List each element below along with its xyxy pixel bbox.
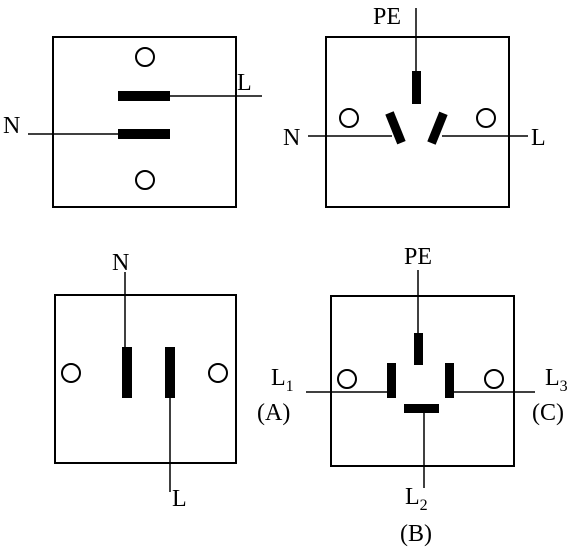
socket-3: N L [54, 250, 237, 512]
socket-3-n-pin [122, 347, 132, 398]
socket-4-faceplate [330, 295, 515, 467]
socket-1-l-pin [118, 91, 170, 101]
socket-4-l2-pin [404, 404, 439, 413]
socket-3-l-pin [165, 347, 175, 398]
socket-1-faceplate [52, 36, 237, 208]
socket-4-l1-pin [387, 363, 396, 398]
socket-1-n-label: N [3, 113, 20, 139]
socket-3-l-label: L [172, 486, 187, 512]
socket-2-right-hole [476, 108, 496, 128]
socket-3-n-label: N [112, 250, 129, 276]
socket-3-left-hole [61, 363, 81, 383]
socket-1-l-label: L [237, 70, 252, 96]
socket-2-left-hole [339, 108, 359, 128]
socket-2-pe-label: PE [373, 4, 401, 30]
socket-4-l3-label: L3 [545, 365, 568, 395]
socket-4-pe-label: PE [404, 244, 432, 270]
socket-2-faceplate [325, 36, 510, 208]
socket-3-faceplate [54, 294, 237, 464]
socket-4-l1-label: L1 [271, 365, 294, 395]
socket-4: PE L1 (A) L3 (C) L2 (B) [257, 244, 568, 547]
socket-2-l-label: L [531, 125, 546, 151]
socket-4-l2-phase-label: (B) [400, 521, 432, 547]
socket-4-l1-phase-label: (A) [257, 400, 290, 426]
socket-2: PE N L [283, 4, 546, 208]
socket-1-bottom-hole [135, 170, 155, 190]
socket-2-pe-pin [412, 71, 421, 104]
socket-4-right-hole [484, 369, 504, 389]
socket-4-left-hole [337, 369, 357, 389]
socket-4-l2-label: L2 [405, 484, 428, 514]
socket-3-right-hole [208, 363, 228, 383]
socket-4-l3-pin [445, 363, 454, 398]
socket-2-l-pin [427, 111, 448, 145]
socket-4-pe-pin [414, 333, 423, 365]
socket-1: L N [3, 36, 262, 208]
socket-2-n-label: N [283, 125, 300, 151]
socket-4-l3-phase-label: (C) [532, 400, 564, 426]
socket-1-top-hole [135, 47, 155, 67]
socket-2-n-pin [385, 111, 406, 145]
socket-1-n-pin [118, 129, 170, 139]
